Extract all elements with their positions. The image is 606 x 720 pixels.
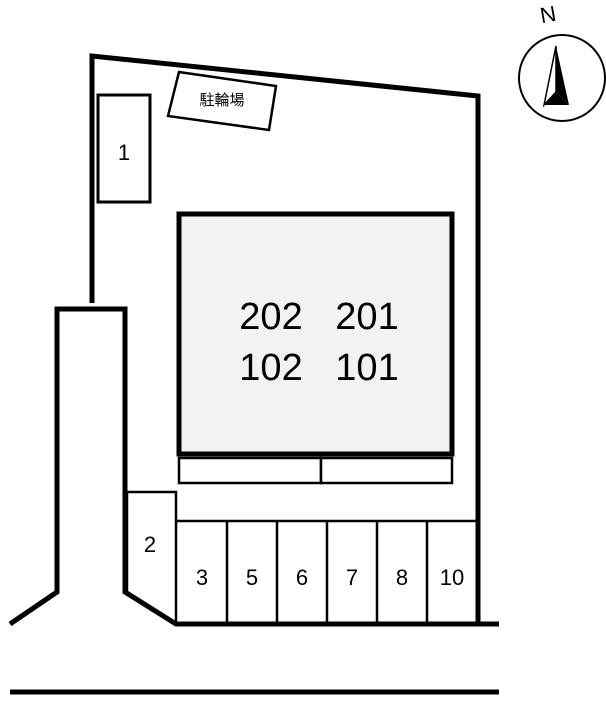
parking-space-10-label: 10 [440,565,464,590]
parking-space-2 [125,490,178,627]
unit-102-label: 102 [239,347,302,389]
parking-space-8-label: 8 [396,565,408,590]
north-compass-icon [518,34,606,122]
parking-space-5-label: 5 [246,565,258,590]
balcony-strip-right [319,456,454,485]
north-label: N [538,1,558,28]
parking-space-6-label: 6 [296,565,308,590]
bicycle-parking-area [166,70,278,132]
parking-space-1-label: 1 [118,140,130,165]
building [176,211,455,457]
bicycle-parking-label: 駐輪場 [199,91,244,109]
unit-202-label: 202 [239,296,302,338]
parking-space-7-label: 7 [346,565,358,590]
unit-101-label: 101 [335,347,398,389]
parking-space-1 [96,93,152,204]
parking-space-3-label: 3 [196,565,208,590]
lot-boundary [89,53,499,627]
unit-201-label: 201 [335,296,398,338]
balcony-strip-left [177,456,323,485]
parking-space-2-label: 2 [144,532,156,557]
